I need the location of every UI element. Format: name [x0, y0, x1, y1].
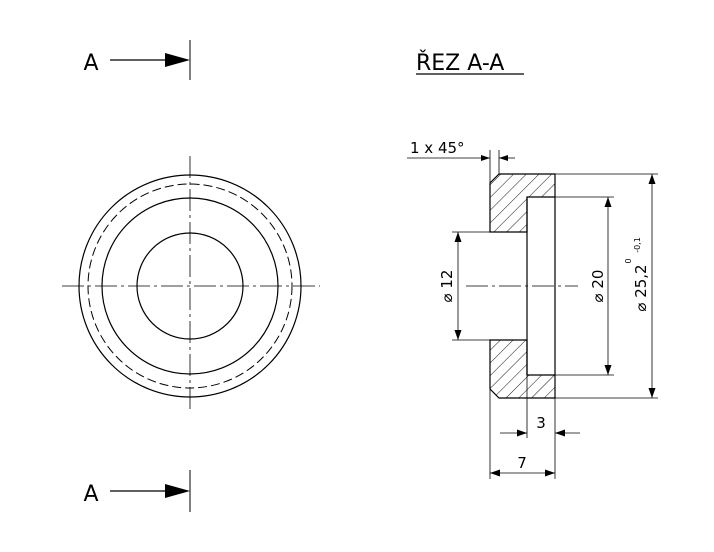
outer-label: ⌀ 25,2: [632, 264, 650, 311]
bore-label: ⌀ 12: [438, 270, 456, 303]
bore-dimension: ⌀ 12: [438, 231, 527, 341]
section-letter-top: A: [83, 51, 98, 76]
section-title-group: ŘEZ A-A: [416, 50, 524, 76]
length-label: 7: [517, 454, 527, 472]
hidden-circle: [87, 183, 293, 389]
hatch-top: [489, 173, 556, 233]
depth-label: 3: [536, 414, 546, 432]
outer-dimension: ⌀ 25,2 0 -0,1: [555, 173, 658, 399]
section-marker-bottom: A: [83, 470, 191, 512]
depth-dimension: 3: [500, 375, 580, 438]
counterbore-dimension: ⌀ 20: [555, 196, 614, 376]
length-dimension: 7: [489, 389, 556, 479]
section-view: 1 x 45° ⌀ 12 ⌀ 20 ⌀ 25,2 0 -0,1: [407, 139, 658, 479]
front-view: [62, 156, 320, 410]
counterbore-circle: [101, 197, 279, 375]
chamfer-label: 1 x 45°: [410, 139, 465, 157]
bore-circle: [136, 232, 244, 340]
outer-tolerance-upper: 0: [624, 258, 633, 263]
section-marker-top: A: [83, 40, 191, 80]
outer-tolerance-lower: -0,1: [633, 237, 642, 253]
chamfer-dimension: 1 x 45°: [407, 139, 515, 183]
hatch-bottom: [489, 339, 556, 399]
outer-circle: [78, 174, 302, 398]
counterbore-label: ⌀ 20: [589, 270, 607, 303]
section-letter-bottom: A: [83, 482, 98, 507]
section-title: ŘEZ A-A: [416, 50, 504, 76]
